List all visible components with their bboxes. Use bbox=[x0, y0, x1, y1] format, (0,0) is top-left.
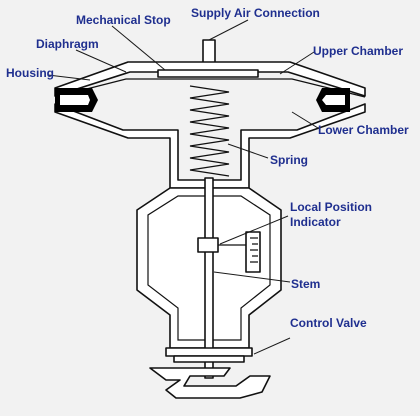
label-local-position-line2: Indicator bbox=[290, 215, 341, 229]
leader-stem bbox=[213, 271, 291, 283]
bonnet bbox=[165, 347, 253, 357]
housing-clamp-right-inner bbox=[322, 95, 345, 105]
label-mechanical-stop: Mechanical Stop bbox=[76, 13, 171, 27]
mechanical-stop-plate bbox=[157, 69, 259, 78]
packing-flange bbox=[173, 355, 245, 363]
leader-control-valve bbox=[253, 337, 291, 355]
label-upper-chamber: Upper Chamber bbox=[313, 44, 403, 58]
label-diaphragm: Diaphragm bbox=[36, 37, 99, 51]
leader-mechanical-stop bbox=[111, 25, 166, 71]
label-lower-chamber: Lower Chamber bbox=[318, 123, 409, 137]
yoke-window bbox=[147, 195, 271, 341]
label-local-position-line1: Local Position bbox=[290, 200, 372, 214]
spring bbox=[189, 85, 230, 177]
leader-spring bbox=[227, 143, 269, 159]
position-indicator bbox=[197, 231, 261, 273]
leader-lower-chamber bbox=[291, 111, 319, 129]
housing-clamp-left-inner bbox=[60, 95, 90, 105]
valve-body bbox=[149, 367, 271, 399]
leader-upper-chamber bbox=[279, 51, 315, 75]
leader-diaphragm bbox=[75, 49, 127, 73]
label-control-valve: Control Valve bbox=[290, 316, 367, 330]
label-housing: Housing bbox=[6, 66, 54, 80]
leader-housing bbox=[47, 74, 91, 81]
leader-supply-air bbox=[208, 19, 249, 41]
label-spring: Spring bbox=[270, 153, 308, 167]
lower-housing bbox=[54, 103, 366, 189]
stem bbox=[204, 177, 214, 379]
label-supply-air-connection: Supply Air Connection bbox=[191, 6, 320, 20]
leader-position-indicator bbox=[219, 215, 289, 245]
label-stem: Stem bbox=[291, 277, 320, 291]
